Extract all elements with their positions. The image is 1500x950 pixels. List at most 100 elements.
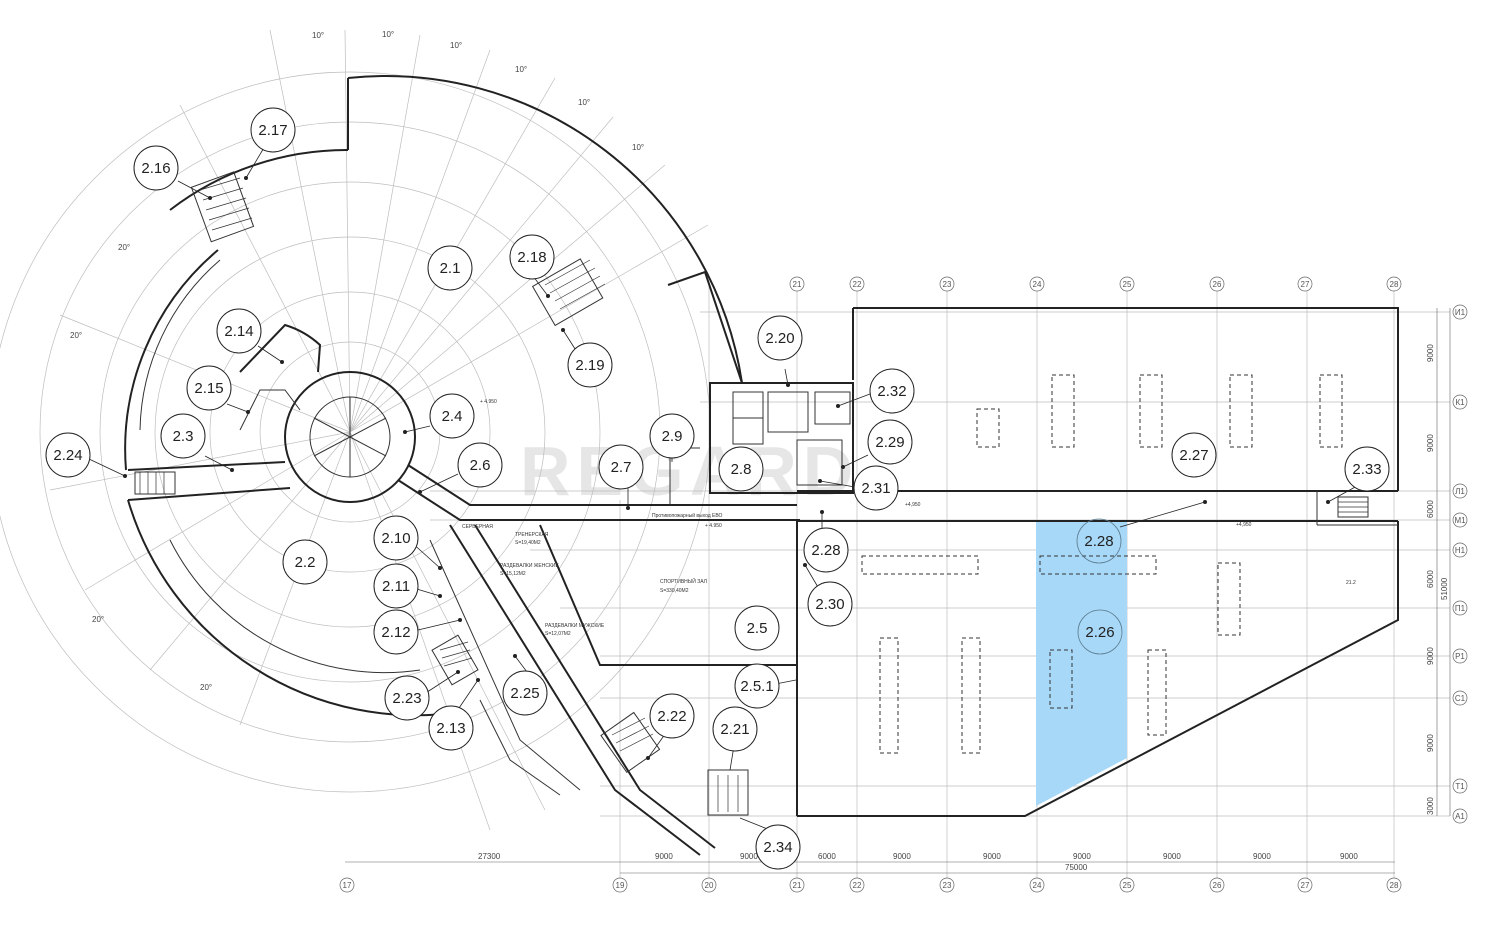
room-label: 2.9 xyxy=(662,428,683,445)
room-bubble-2-7[interactable]: 2.7 xyxy=(598,444,644,490)
staircases xyxy=(134,171,1369,816)
room-bubbles[interactable]: 2.1 2.2 2.3 2.4 2.5 2.5.1 2.6 2.7 2.8 2.… xyxy=(45,107,1390,870)
dim-bottom: 9000 xyxy=(1163,852,1181,861)
level-mark-3: +4,950 xyxy=(905,502,921,508)
changing-m-label: РАЗДЕВАЛКИ МУЖСКИЕ xyxy=(545,623,605,629)
angle-label: 20° xyxy=(118,243,130,252)
room-bubble-2-20[interactable]: 2.20 xyxy=(757,315,803,361)
room-bubble-2-19[interactable]: 2.19 xyxy=(567,342,613,388)
room-label: 2.25 xyxy=(510,685,539,702)
room-bubble-2-18[interactable]: 2.18 xyxy=(509,234,555,280)
room-label: 2.12 xyxy=(381,624,410,641)
room-bubble-2-24[interactable]: 2.24 xyxy=(45,432,91,478)
room-bubble-2-5-1[interactable]: 2.5.1 xyxy=(734,663,780,709)
dimension-lines xyxy=(345,308,1451,874)
room-label: 2.3 xyxy=(173,428,194,445)
room-bubble-2-29[interactable]: 2.29 xyxy=(867,419,913,465)
angle-label: 10° xyxy=(515,65,527,74)
axis-label: 22 xyxy=(853,881,862,890)
room-bubble-2-30[interactable]: 2.30 xyxy=(807,581,853,627)
changing-f-area: S=15,12М2 xyxy=(500,571,526,577)
room-bubble-2-21[interactable]: 2.21 xyxy=(712,706,758,752)
trainer-area: S=19,40М2 xyxy=(515,540,541,546)
room-label: 2.6 xyxy=(470,457,491,474)
room-label: 2.28 xyxy=(1084,533,1113,550)
room-bubble-2-3[interactable]: 2.3 xyxy=(160,413,206,459)
dim-bottom: 9000 xyxy=(1340,852,1358,861)
angle-label: 10° xyxy=(450,41,462,50)
dim-overall-bottom: 75000 xyxy=(1065,863,1088,872)
room-bubble-2-15[interactable]: 2.15 xyxy=(186,365,232,411)
room-bubble-2-11[interactable]: 2.11 xyxy=(373,563,419,609)
axis-markers-top: 21 22 23 24 25 26 27 28 xyxy=(789,276,1402,292)
room-label: 2.15 xyxy=(194,380,223,397)
room-bubble-2-26[interactable]: 2.26 xyxy=(1077,609,1123,655)
room-label: 2.4 xyxy=(442,408,463,425)
server-label: СЕРВЕРНАЯ xyxy=(462,524,493,530)
room-bubble-2-10[interactable]: 2.10 xyxy=(373,515,419,561)
room-bubble-2-12[interactable]: 2.12 xyxy=(373,609,419,655)
room-bubble-2-31[interactable]: 2.31 xyxy=(853,465,899,511)
dim-bottom: 9000 xyxy=(740,852,758,861)
room-bubble-2-32[interactable]: 2.32 xyxy=(869,368,915,414)
axis-markers-right: И1 К1 Л1 М1 Н1 П1 Р1 С1 Т1 А1 xyxy=(1452,304,1468,824)
room-bubble-2-9[interactable]: 2.9 xyxy=(649,413,695,459)
dim-bottom: 9000 xyxy=(893,852,911,861)
axis-label: 28 xyxy=(1390,280,1399,289)
room-label: 2.22 xyxy=(657,708,686,725)
axis-label: 26 xyxy=(1213,881,1222,890)
room-bubble-2-28-corridor[interactable]: 2.28 xyxy=(803,527,849,573)
room-bubble-2-8[interactable]: 2.8 xyxy=(718,446,764,492)
axis-label: 17 xyxy=(343,881,352,890)
room-bubble-2-17[interactable]: 2.17 xyxy=(250,107,296,153)
room-label: 2.34 xyxy=(763,839,792,856)
room-bubble-2-27[interactable]: 2.27 xyxy=(1171,432,1217,478)
angle-label: 20° xyxy=(70,331,82,340)
axis-label: 25 xyxy=(1123,280,1132,289)
room-bubble-2-28-warehouse[interactable]: 2.28 xyxy=(1076,518,1122,564)
room-label: 2.19 xyxy=(575,357,604,374)
room-label: 2.31 xyxy=(861,480,890,497)
room-label: 2.30 xyxy=(815,596,844,613)
axis-label: П1 xyxy=(1455,604,1466,613)
axis-label: 27 xyxy=(1301,280,1310,289)
room-label: 2.14 xyxy=(224,323,253,340)
room-label: 2.1 xyxy=(440,260,461,277)
room-bubble-2-23[interactable]: 2.23 xyxy=(384,675,430,721)
dim-bottom: 6000 xyxy=(818,852,836,861)
angle-label: 20° xyxy=(200,683,212,692)
room-bubble-2-6[interactable]: 2.6 xyxy=(457,442,503,488)
room-bubble-2-4[interactable]: 2.4 xyxy=(429,393,475,439)
changing-m-area: S=12,07М2 xyxy=(545,631,571,637)
dim-bottom: 9000 xyxy=(655,852,673,861)
room-bubble-2-2[interactable]: 2.2 xyxy=(282,539,328,585)
dashed-racks xyxy=(861,374,1343,754)
room-bubble-2-16[interactable]: 2.16 xyxy=(133,145,179,191)
dim-right: 9000 xyxy=(1426,734,1435,752)
room-bubble-2-34[interactable]: 2.34 xyxy=(755,824,801,870)
axis-label: 22 xyxy=(853,280,862,289)
axis-label: 28 xyxy=(1390,881,1399,890)
room-label: 2.28 xyxy=(811,542,840,559)
room-bubble-2-25[interactable]: 2.25 xyxy=(502,670,548,716)
room-label: 2.29 xyxy=(875,434,904,451)
room-label: 2.17 xyxy=(258,122,287,139)
axis-label: Л1 xyxy=(1455,487,1465,496)
room-bubble-2-1[interactable]: 2.1 xyxy=(427,245,473,291)
core-block xyxy=(669,382,854,505)
room-label: 2.5 xyxy=(747,620,768,637)
room-bubble-2-22[interactable]: 2.22 xyxy=(649,693,695,739)
room-bubble-2-14[interactable]: 2.14 xyxy=(216,308,262,354)
dim-right: 9000 xyxy=(1426,647,1435,665)
room-label: 2.33 xyxy=(1352,461,1381,478)
angle-label: 10° xyxy=(632,143,644,152)
room-2-26-highlight[interactable] xyxy=(1036,522,1127,806)
dim-right: 9000 xyxy=(1426,344,1435,362)
room-bubble-2-13[interactable]: 2.13 xyxy=(428,705,474,751)
angle-label: 10° xyxy=(382,30,394,39)
axis-markers-bottom: 17 19 20 21 22 23 24 25 26 27 28 xyxy=(339,877,1402,893)
room-label: 2.21 xyxy=(720,721,749,738)
axis-label: 27 xyxy=(1301,881,1310,890)
room-bubble-2-5[interactable]: 2.5 xyxy=(734,605,780,651)
room-bubble-2-33[interactable]: 2.33 xyxy=(1344,446,1390,492)
